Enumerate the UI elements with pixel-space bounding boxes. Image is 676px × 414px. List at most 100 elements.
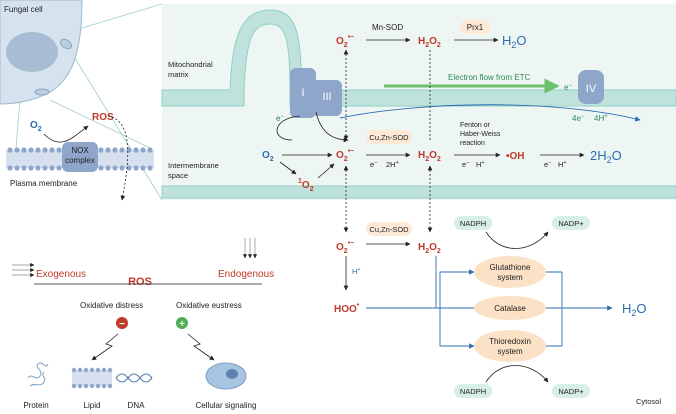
label-ros-center: ROS (128, 276, 152, 288)
h-plus-cytosol: H+ (352, 267, 361, 276)
arrow-nadph-top (485, 231, 549, 249)
label-exogenous: Exogenous (36, 269, 86, 280)
label-prx1: Prx1 (467, 23, 484, 32)
hydroperoxyl: HOO• (334, 302, 360, 315)
label-nadph-bottom: NADPH (460, 387, 486, 396)
label-nadp-bottom: NADP+ (558, 387, 584, 396)
complex-iii (312, 80, 342, 116)
two-h-ims: 2H+ (386, 160, 399, 169)
h-fenton: H+ (476, 160, 485, 169)
minus-icon (116, 317, 128, 329)
o2-ims: O2 (262, 150, 274, 163)
arrow-complex-loop (276, 115, 301, 141)
arrow-ros-out (107, 115, 129, 201)
e-ims: e− (370, 160, 377, 169)
vacuole-icon (34, 88, 50, 96)
plus-sign: + (179, 319, 185, 330)
plus-icon (176, 317, 188, 329)
label-glutathione-1: Glutathione (490, 263, 531, 272)
label-protein: Protein (23, 401, 48, 410)
label-ims-2: space (168, 171, 188, 180)
superoxide-cytosol: O2•− (336, 240, 354, 255)
label-catalase: Catalase (494, 304, 526, 313)
cell-signaling-icon (205, 362, 247, 390)
e-fenton: e− (462, 160, 469, 169)
arrow-singlet-superoxide (317, 163, 335, 179)
e-hydroxyl: e− (544, 160, 551, 169)
label-complex-i: I (301, 87, 304, 99)
superoxide-matrix: O2•− (336, 34, 354, 49)
arrow-nadph-bottom (485, 365, 549, 383)
dna-icon (115, 373, 153, 383)
label-cuznsod-1: Cu,Zn-SOD (369, 133, 409, 142)
thioredoxin-system (474, 330, 546, 362)
prx1-box (460, 20, 490, 34)
arrow-o2-to-ros (43, 125, 89, 143)
label-mn-sod: Mn-SOD (372, 23, 403, 32)
four-e: 4e− (572, 114, 585, 123)
hydroxyl-radical: •OH (506, 151, 525, 162)
e-flow: e− (564, 83, 572, 92)
branch-glutathione (439, 269, 475, 308)
label-fungal-cell: Fungal cell (4, 5, 43, 14)
label-fenton-2: Haber-Weiss (460, 131, 501, 138)
branch-thioredoxin (439, 308, 475, 349)
exogenous-arrows (12, 262, 35, 278)
glutathione-system (474, 256, 546, 288)
zoom-line-pm-right (49, 99, 151, 149)
two-h2o: 2H2O (590, 148, 622, 165)
arrow-o2-singlet (279, 161, 297, 175)
nadp-bottom-box (552, 384, 590, 398)
o2-nox: O2 (30, 120, 42, 133)
nadph-bottom-box (454, 384, 492, 398)
nadp-top-box (552, 216, 590, 230)
nucleus (6, 32, 58, 72)
superoxide-ims: O2•− (336, 148, 354, 163)
label-endogenous: Endogenous (218, 269, 274, 280)
label-complex-iv: IV (586, 83, 597, 95)
outer-membrane (161, 185, 676, 199)
label-nadph-top: NADPH (460, 219, 486, 228)
label-plasma-membrane: Plasma membrane (10, 179, 78, 188)
lipid-icon (71, 367, 113, 389)
singlet-oxygen: 1O2 (298, 178, 314, 193)
nadph-top-box (454, 216, 492, 230)
label-ims-1: Intermembrane (168, 161, 219, 170)
complex-i (290, 68, 316, 118)
h2o2-cytosol: H2O2 (418, 242, 441, 255)
zoom-line-pm-left (15, 99, 21, 149)
nox-complex (62, 142, 98, 172)
zoom-line-bottom (69, 49, 163, 201)
h2o2-ims: H2O2 (418, 150, 441, 163)
h2o2-matrix: H2O2 (418, 36, 441, 49)
label-glutathione-2: system (497, 273, 523, 282)
label-thioredoxin-1: Thioredoxin (489, 337, 531, 346)
label-matrix-2: matrix (168, 70, 189, 79)
label-distress: Oxidative distress (80, 301, 143, 310)
cuznsod-box-1 (366, 130, 412, 144)
protein-icon (27, 362, 49, 387)
label-signaling: Cellular signaling (196, 401, 257, 410)
h-hydroxyl: H+ (558, 160, 567, 169)
arrow-blue-to-iv (339, 104, 641, 122)
label-eustress: Oxidative eustress (176, 301, 242, 310)
label-fenton-1: Fenton or (460, 122, 491, 129)
label-dna: DNA (128, 401, 146, 410)
cell-nucleus-icon (226, 369, 238, 379)
e-complex: e− (276, 114, 284, 123)
label-lipid: Lipid (84, 401, 101, 410)
label-matrix-1: Mitochondrial (168, 60, 213, 69)
four-h: 4H+ (594, 114, 608, 123)
label-thioredoxin-2: system (497, 347, 523, 356)
h2o-matrix: H2O (502, 33, 527, 50)
label-cytosol: Cytosol (636, 397, 661, 406)
label-cuznsod-2: Cu,Zn-SOD (369, 225, 409, 234)
catalase-system (474, 296, 546, 320)
minus-sign: − (119, 319, 125, 330)
label-complex-iii: III (322, 91, 331, 103)
label-nox-2: complex (65, 156, 95, 165)
h2o-cytosol: H2O (622, 301, 647, 318)
label-fenton-3: reaction (460, 140, 485, 147)
arrow-eustress (187, 333, 215, 361)
